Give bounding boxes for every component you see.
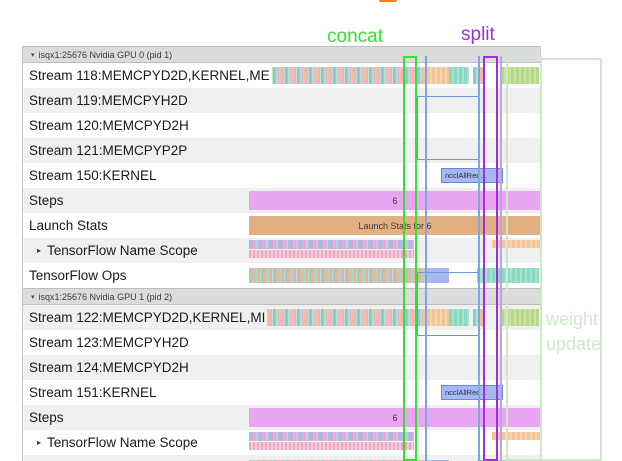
timeline-row[interactable]: Stream 150:KERNEL ncclAllRed... xyxy=(23,163,541,188)
trace-segment[interactable] xyxy=(249,309,427,326)
row-label[interactable]: Stream 123:MEMCPYH2D xyxy=(29,330,191,355)
row-track[interactable]: Launch Stats for 6 xyxy=(249,213,541,238)
annotation-weight-line2: update xyxy=(546,334,602,354)
trace-segment[interactable] xyxy=(427,268,449,283)
row-label[interactable]: Stream 119:MEMCPYH2D xyxy=(29,88,190,113)
group-header-gpu0[interactable]: ▾isqx1:25676 Nvidia GPU 0 (pid 1) xyxy=(23,46,541,63)
row-label[interactable]: TensorFlow Name Scope xyxy=(29,238,200,263)
row-track[interactable] xyxy=(249,113,541,138)
row-track[interactable] xyxy=(249,138,541,163)
row-label[interactable]: TensorFlow Name Scope xyxy=(29,430,200,455)
trace-segment[interactable] xyxy=(473,309,485,326)
chevron-down-icon[interactable]: ▾ xyxy=(31,293,35,301)
timeline-row[interactable]: TensorFlow Ops xyxy=(23,455,541,461)
expand-caret-icon[interactable]: ▸ xyxy=(37,246,42,255)
timeline-row[interactable]: ▸TensorFlow Name Scope xyxy=(23,430,541,455)
launch-stats-bar[interactable]: Launch Stats for 6 xyxy=(249,216,541,235)
trace-segment[interactable] xyxy=(449,309,469,326)
trace-segment[interactable] xyxy=(449,67,469,84)
timeline-row[interactable]: Steps 6 xyxy=(23,188,541,213)
panel-right-edge xyxy=(540,46,541,461)
row-label[interactable]: Launch Stats xyxy=(29,213,110,238)
timeline-row[interactable]: Stream 121:MEMCPYP2P xyxy=(23,138,541,163)
row-track[interactable] xyxy=(249,330,541,355)
trace-segment[interactable] xyxy=(492,240,540,248)
timeline-row[interactable]: ▸TensorFlow Name Scope xyxy=(23,238,541,263)
row-track[interactable]: 6 xyxy=(249,188,541,213)
annotation-weight-update: weight update xyxy=(546,307,601,357)
expand-caret-icon[interactable]: ▸ xyxy=(37,438,42,447)
row-track[interactable] xyxy=(249,88,541,113)
trace-segment[interactable] xyxy=(492,432,540,440)
row-label[interactable]: TensorFlow Ops xyxy=(29,263,129,288)
row-label[interactable]: Stream 150:KERNEL xyxy=(29,163,159,188)
row-label[interactable]: Stream 122:MEMCPYD2D,KERNEL,MI xyxy=(29,305,268,330)
timeline-row[interactable]: Launch Stats Launch Stats for 6 xyxy=(23,213,541,238)
timeline-row[interactable]: Stream 120:MEMCPYD2H xyxy=(23,113,541,138)
row-track[interactable] xyxy=(249,455,541,461)
timeline-row[interactable]: Stream 119:MEMCPYH2D xyxy=(23,88,541,113)
trace-segment[interactable] xyxy=(501,309,539,326)
trace-segment[interactable] xyxy=(427,67,449,84)
group-header-label: isqx1:25676 Nvidia GPU 1 (pid 2) xyxy=(38,291,173,302)
annotation-split: split xyxy=(461,24,495,45)
row-label[interactable]: TensorFlow Ops xyxy=(29,455,129,461)
annotation-weight-line1: weight xyxy=(546,309,599,329)
trace-segment[interactable] xyxy=(249,240,414,249)
orange-cutoff-marker xyxy=(379,0,397,2)
row-track[interactable]: 6 xyxy=(249,405,541,430)
trace-segment[interactable] xyxy=(473,67,485,84)
timeline-row[interactable]: Stream 124:MEMCPYD2H xyxy=(23,355,541,380)
trace-segment[interactable] xyxy=(249,268,427,283)
row-track[interactable]: ncclAllRed... xyxy=(249,380,541,405)
row-track[interactable]: ncclAllRed... xyxy=(249,163,541,188)
timeline-panel[interactable]: ▾isqx1:25676 Nvidia GPU 0 (pid 1)Stream … xyxy=(22,46,541,461)
chevron-down-icon[interactable]: ▾ xyxy=(31,51,35,59)
row-track[interactable] xyxy=(249,238,541,263)
trace-segment[interactable] xyxy=(249,250,414,258)
trace-segment[interactable] xyxy=(427,309,449,326)
group-header-label: isqx1:25676 Nvidia GPU 0 (pid 1) xyxy=(38,49,173,60)
steps-bar[interactable]: 6 xyxy=(249,191,541,210)
trace-segment[interactable] xyxy=(477,268,539,283)
row-track[interactable] xyxy=(249,355,541,380)
row-label[interactable]: Steps xyxy=(29,188,66,213)
trace-segment[interactable] xyxy=(249,442,414,450)
timeline-row[interactable]: Stream 122:MEMCPYD2D,KERNEL,MI xyxy=(23,305,541,330)
row-label[interactable]: Stream 121:MEMCPYP2P xyxy=(29,138,190,163)
nccl-allreduce-block[interactable]: ncclAllRed... xyxy=(441,168,503,183)
trace-segment[interactable] xyxy=(249,67,427,84)
steps-bar[interactable]: 6 xyxy=(249,408,541,427)
row-track[interactable] xyxy=(249,305,541,330)
timeline-row[interactable]: Stream 118:MEMCPYD2D,KERNEL,ME xyxy=(23,63,541,88)
nccl-allreduce-block[interactable]: ncclAllRed... xyxy=(441,385,503,400)
group-header-gpu1[interactable]: ▾isqx1:25676 Nvidia GPU 1 (pid 2) xyxy=(23,288,541,305)
row-label[interactable]: Steps xyxy=(29,405,66,430)
timeline-row[interactable]: Stream 151:KERNEL ncclAllRed... xyxy=(23,380,541,405)
timeline-row[interactable]: TensorFlow Ops xyxy=(23,263,541,288)
row-label[interactable]: Stream 124:MEMCPYD2H xyxy=(29,355,191,380)
trace-segment[interactable] xyxy=(249,432,414,441)
row-label[interactable]: Stream 120:MEMCPYD2H xyxy=(29,113,191,138)
row-label[interactable]: Stream 118:MEMCPYD2D,KERNEL,ME xyxy=(29,63,272,88)
trace-segment[interactable] xyxy=(501,67,539,84)
row-track[interactable] xyxy=(249,430,541,455)
annotation-concat: concat xyxy=(327,26,383,47)
row-track[interactable] xyxy=(249,263,541,288)
timeline-row[interactable]: Stream 123:MEMCPYH2D xyxy=(23,330,541,355)
row-track[interactable] xyxy=(249,63,541,88)
row-label[interactable]: Stream 151:KERNEL xyxy=(29,380,159,405)
timeline-row[interactable]: Steps 6 xyxy=(23,405,541,430)
